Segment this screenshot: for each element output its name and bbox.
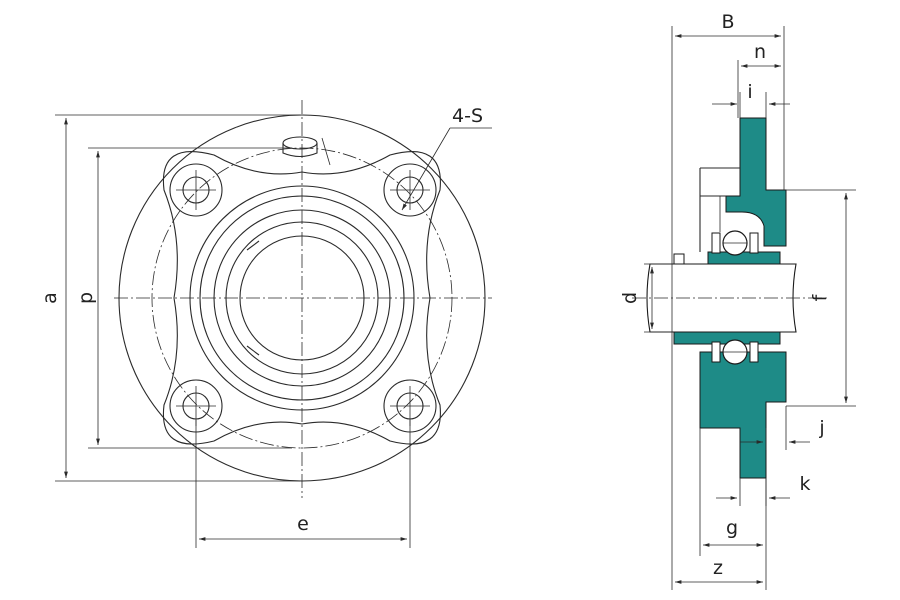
label-g: g [726, 517, 738, 539]
label-f: f [809, 293, 831, 301]
dimension-p: p [75, 147, 292, 449]
dimension-B: B [671, 11, 785, 590]
bolt-hole-top-right [383, 163, 437, 217]
housing-outline-top [699, 167, 740, 252]
label-k: k [799, 473, 810, 495]
set-screw [673, 253, 685, 265]
dimension-j: j [740, 406, 825, 450]
label-4-s: 4-S [452, 105, 483, 127]
front-view: a p e 4-S [39, 100, 492, 548]
dimension-n: n [737, 41, 781, 118]
outer-ring-top [707, 251, 781, 265]
label-n: n [754, 41, 766, 63]
housing-section-bottom [699, 351, 787, 479]
dimension-d: d [619, 263, 672, 333]
label-a: a [39, 292, 61, 304]
label-i: i [747, 81, 752, 103]
label-e: e [297, 513, 309, 535]
label-p: p [75, 292, 97, 304]
label-B: B [721, 11, 734, 33]
set-screw-slots [246, 240, 260, 356]
label-d: d [619, 292, 641, 304]
side-view: B n i d f [619, 11, 856, 590]
bolt-hole-bottom-right [383, 379, 437, 433]
dimension-e: e [195, 420, 411, 548]
dimension-g: g [699, 428, 767, 590]
bolt-hole-top-left [169, 163, 223, 217]
label-z: z [713, 557, 723, 579]
inner-ring-bottom [673, 331, 781, 345]
ball-bearing-top [711, 230, 759, 256]
dimension-f: f [786, 189, 856, 407]
dimension-z: z [675, 557, 763, 584]
housing-section-top [725, 117, 787, 247]
bolt-hole-callout: 4-S [401, 105, 492, 211]
label-j: j [818, 417, 824, 439]
housing-body-outline [162, 151, 441, 445]
ball-bearing-bottom [711, 339, 759, 365]
dimension-i: i [712, 81, 790, 118]
dimension-a: a [39, 114, 300, 482]
grease-fitting [282, 136, 331, 166]
